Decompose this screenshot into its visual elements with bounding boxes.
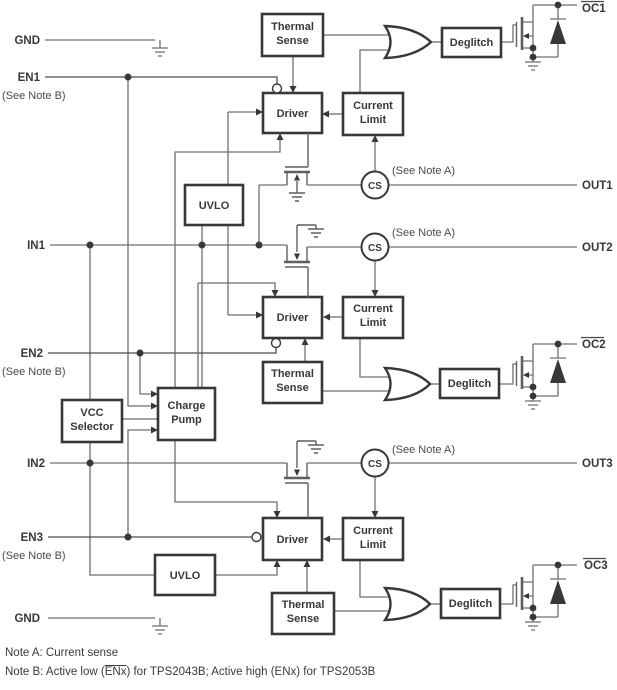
current-limit-1-block: Current Limit [341, 91, 405, 137]
deglitch-1-block: Deglitch [440, 26, 503, 59]
current-limit-3-label-line1: Current [353, 525, 393, 537]
cs1-note-ref: (See Note A) [392, 165, 455, 177]
signal-arrowheads [151, 86, 379, 567]
pin-gnd-top: GND [14, 35, 40, 47]
wires-channel2 [197, 246, 577, 392]
vcc-selector-label-line1: VCC [80, 407, 103, 419]
pin-out1: OUT1 [582, 180, 613, 192]
footnote-a: Note A: Current sense [5, 644, 375, 663]
uvlo-1-label: UVLO [199, 200, 230, 212]
deglitch-3-block: Deglitch [439, 587, 502, 620]
en3-note-ref: (See Note B) [2, 550, 66, 562]
thermal-sense-2-block: Thermal Sense [261, 360, 324, 405]
thermal-sense-1-label-line2: Sense [276, 35, 308, 47]
current-limit-3-block: Current Limit [341, 516, 405, 562]
deglitch-2-block: Deglitch [438, 367, 501, 400]
current-limit-3-label-line2: Limit [360, 539, 387, 551]
cs2-note-ref: (See Note A) [392, 227, 455, 239]
ground-symbol-top [152, 40, 168, 57]
wires-left-rails [45, 39, 287, 619]
current-sense-1: CS [360, 170, 390, 200]
current-sense-3: CS [360, 448, 390, 478]
driver-1-block: Driver [261, 91, 324, 135]
current-limit-2-block: Current Limit [341, 295, 405, 340]
pin-gnd-bottom: GND [14, 613, 40, 625]
pin-in1: IN1 [27, 240, 46, 252]
active-low-bubbles [251, 83, 283, 543]
cs-1-label: CS [368, 181, 382, 192]
charge-pump-label-line1: Charge [168, 400, 206, 412]
power-mosfet-1 [284, 133, 310, 202]
uvlo-1-block: UVLO [183, 183, 245, 227]
junction-dots [86, 73, 263, 541]
thermal-sense-2-label-line2: Sense [276, 382, 308, 394]
current-limit-2-label-line1: Current [353, 303, 393, 315]
uvlo-2-block: UVLO [153, 553, 217, 597]
current-limit-2-label-line2: Limit [360, 317, 387, 329]
vcc-selector-label-line2: Selector [70, 421, 114, 433]
ground-symbol-bottom [152, 618, 168, 635]
charge-pump-block: Charge Pump [156, 386, 217, 442]
footnote-b: Note B: Active low (ENx) for TPS2043B; A… [5, 663, 375, 682]
pin-en3: EN3 [21, 532, 43, 544]
footnote-a-text: Note A: Current sense [5, 647, 119, 659]
pin-oc1: OC1 [582, 3, 606, 15]
vcc-selector-block: VCC Selector [60, 398, 124, 444]
pin-oc2: OC2 [582, 339, 606, 351]
or-gate-3 [382, 586, 432, 622]
pin-en1: EN1 [18, 72, 41, 84]
power-mosfet-2 [284, 224, 324, 297]
oc3-output-stage [515, 561, 577, 631]
charge-pump-label-line2: Pump [171, 414, 202, 426]
current-limit-1-label-line2: Limit [360, 114, 387, 126]
thermal-sense-1-block: Thermal Sense [260, 12, 325, 58]
driver-2-label: Driver [277, 312, 310, 324]
pin-out3: OUT3 [582, 458, 613, 470]
deglitch-2-label: Deglitch [448, 378, 492, 390]
or-gate-1 [382, 24, 433, 60]
pin-out2: OUT2 [582, 242, 613, 254]
wires-channel3 [174, 440, 577, 612]
footnote-b-enx-overline: ENx [104, 666, 127, 678]
or-gate-2 [382, 366, 432, 402]
thermal-sense-3-block: Thermal Sense [270, 591, 336, 636]
footnote-b-suffix: ) for TPS2043B; Active high (ENx) for TP… [126, 666, 376, 678]
thermal-sense-2-label-line1: Thermal [271, 368, 314, 380]
oc1-output-stage [515, 1, 577, 71]
driver-2-block: Driver [261, 295, 324, 340]
pin-in2: IN2 [27, 458, 45, 470]
en2-note-ref: (See Note B) [2, 366, 66, 378]
wires-channel1 [174, 24, 577, 388]
footnotes: Note A: Current sense Note B: Active low… [5, 644, 375, 682]
en1-note-ref: (See Note B) [2, 90, 66, 102]
cs-2-label: CS [368, 243, 382, 254]
driver-1-label: Driver [277, 108, 310, 120]
deglitch-3-label: Deglitch [449, 598, 493, 610]
current-sense-2: CS [360, 232, 390, 262]
current-limit-1-label-line1: Current [353, 100, 393, 112]
uvlo-2-label: UVLO [170, 570, 201, 582]
cs3-note-ref: (See Note A) [392, 444, 455, 456]
driver-3-block: Driver [261, 516, 324, 562]
thermal-sense-1-label-line1: Thermal [271, 21, 314, 33]
oc2-output-stage [515, 340, 577, 410]
thermal-sense-3-label-line2: Sense [287, 613, 319, 625]
footnote-b-prefix: Note B: Active low ( [5, 666, 105, 678]
power-mosfet-3 [284, 440, 324, 518]
cs-3-label: CS [368, 459, 382, 470]
thermal-sense-3-label-line1: Thermal [282, 599, 325, 611]
deglitch-1-label: Deglitch [450, 37, 494, 49]
driver-3-label: Driver [277, 534, 310, 546]
pin-oc3: OC3 [584, 560, 608, 572]
pin-en2: EN2 [21, 348, 43, 360]
